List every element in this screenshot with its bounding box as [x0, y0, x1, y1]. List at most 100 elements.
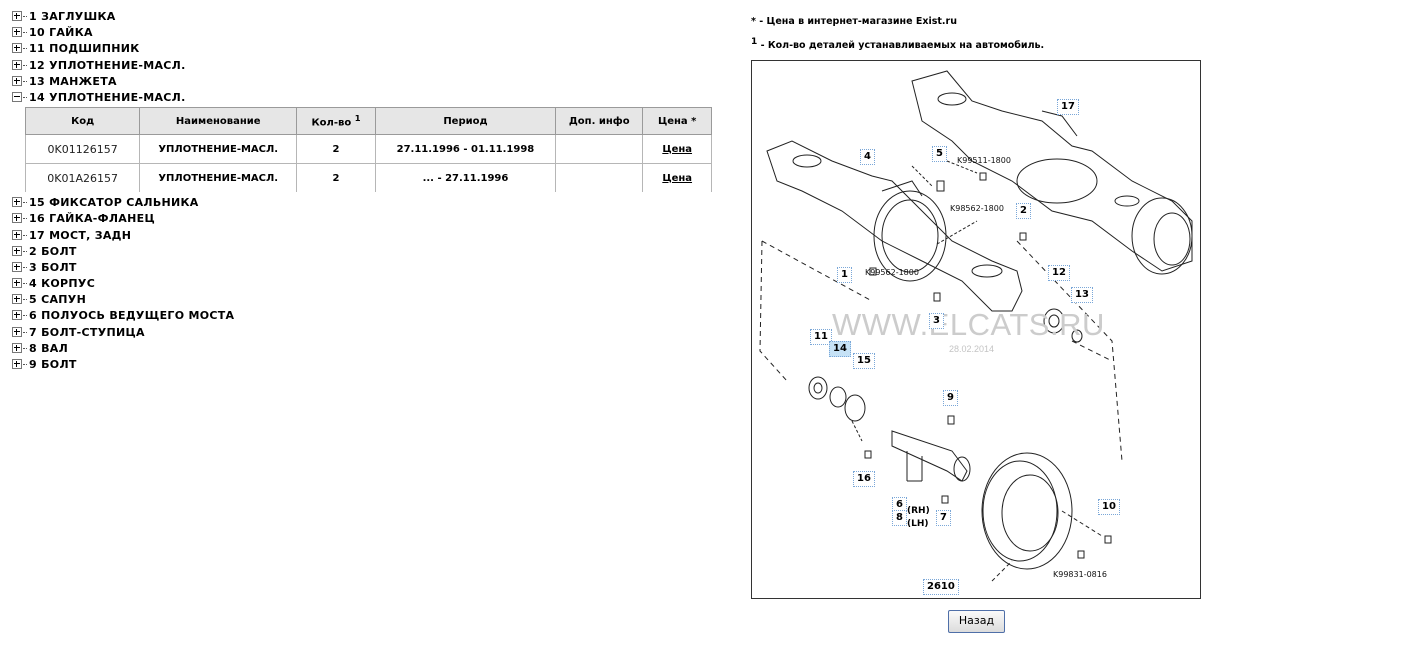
callout-11[interactable]: 11 [810, 329, 832, 345]
tree-item-label: ФИКСАТОР САЛЬНИКА [49, 196, 199, 210]
cell-period: 27.11.1996 - 01.11.1998 [374, 134, 557, 165]
callout-1[interactable]: 1 [837, 267, 852, 283]
expand-icon[interactable] [12, 27, 22, 38]
tree-connector [23, 347, 27, 349]
tree-item-7[interactable]: 7 БОЛТ-СТУПИЦА [12, 325, 712, 341]
tree-item-label: КОРПУС [41, 277, 96, 291]
expand-icon[interactable] [12, 326, 22, 337]
part-number-label: K99831-0816 [1053, 570, 1107, 579]
tree-connector [23, 315, 27, 317]
expand-icon[interactable] [12, 75, 22, 86]
callout-17[interactable]: 17 [1057, 99, 1079, 115]
lh-label: (LH) [907, 519, 929, 529]
back-button[interactable]: Назад [948, 610, 1005, 633]
callout-2[interactable]: 2 [1016, 203, 1031, 219]
callout-9[interactable]: 9 [943, 390, 958, 406]
collapse-icon[interactable] [12, 91, 22, 102]
tree-connector [23, 283, 27, 285]
tree-item-1[interactable]: 1 ЗАГЛУШКА [12, 9, 712, 25]
tree-item-number: 3 [29, 260, 37, 274]
tree-item-10[interactable]: 10 ГАЙКА [12, 25, 712, 41]
tree-item-number: 5 [29, 293, 37, 307]
callout-10[interactable]: 10 [1098, 499, 1120, 515]
column-header-qty: Кол-во 1 [296, 107, 376, 136]
tree-item-12[interactable]: 12 УПЛОТНЕНИЕ-МАСЛ. [12, 58, 712, 74]
tree-item-label: ПОДШИПНИК [49, 42, 140, 56]
tree-item-14[interactable]: 14 УПЛОТНЕНИЕ-МАСЛ. [12, 90, 712, 106]
tree-item-8[interactable]: 8 ВАЛ [12, 341, 712, 357]
part-number-label: K98562-1800 [950, 204, 1004, 213]
tree-item-number: 7 [29, 325, 37, 339]
tree-item-label: МОСТ, ЗАДН [49, 228, 132, 242]
column-header-info: Доп. инфо [555, 107, 644, 136]
tree-item-4[interactable]: 4 КОРПУС [12, 276, 712, 292]
tree-item-label: ПОЛУОСЬ ВЕДУЩЕГО МОСТА [41, 309, 235, 323]
price-link[interactable]: Цена [662, 143, 693, 155]
expand-icon[interactable] [12, 294, 22, 305]
callout-3[interactable]: 3 [929, 313, 944, 329]
tree-item-label: БОЛТ-СТУПИЦА [41, 325, 145, 339]
tree-connector [23, 32, 27, 34]
tree-item-15[interactable]: 15 ФИКСАТОР САЛЬНИКА [12, 195, 712, 211]
tree-item-5[interactable]: 5 САПУН [12, 292, 712, 308]
tree-item-11[interactable]: 11 ПОДШИПНИК [12, 41, 712, 57]
tree-item-number: 16 [29, 212, 45, 226]
tree-item-label: ВАЛ [41, 341, 69, 355]
expand-icon[interactable] [12, 11, 22, 21]
callout-8[interactable]: 8 [892, 510, 907, 526]
tree-item-9[interactable]: 9 БОЛТ [12, 357, 712, 373]
cell-code: 0K01126157 [24, 134, 141, 165]
tree-item-17[interactable]: 17 МОСТ, ЗАДН [12, 228, 712, 244]
cell-info [555, 134, 644, 165]
tree-item-number: 9 [29, 358, 37, 371]
tree-item-number: 13 [29, 74, 45, 88]
tree-connector [23, 364, 27, 365]
callout-16[interactable]: 16 [853, 471, 875, 487]
expand-icon[interactable] [12, 43, 22, 54]
tree-item-13[interactable]: 13 МАНЖЕТА [12, 74, 712, 90]
expand-icon[interactable] [12, 278, 22, 289]
cell-code: 0K01A26157 [24, 163, 141, 193]
expand-icon[interactable] [12, 310, 22, 321]
tree-connector [23, 16, 27, 17]
expand-icon[interactable] [12, 261, 22, 272]
tree-item-label: БОЛТ [41, 358, 77, 371]
cell-name: УПЛОТНЕНИЕ-МАСЛ. [139, 134, 298, 165]
tree-item-number: 17 [29, 228, 45, 242]
expand-icon[interactable] [12, 197, 22, 208]
expand-icon[interactable] [12, 342, 22, 353]
tree-item-label: УПЛОТНЕНИЕ-МАСЛ. [49, 90, 186, 104]
price-link[interactable]: Цена [662, 172, 693, 184]
expand-icon[interactable] [12, 359, 22, 369]
tree-item-number: 12 [29, 58, 45, 72]
callout-5[interactable]: 5 [932, 146, 947, 162]
tree-item-number: 6 [29, 309, 37, 323]
callout-13[interactable]: 13 [1071, 287, 1093, 303]
tree-item-2[interactable]: 2 БОЛТ [12, 244, 712, 260]
tree-connector [23, 96, 27, 98]
tree-connector [23, 234, 27, 236]
callout-2610[interactable]: 2610 [923, 579, 959, 595]
expand-icon[interactable] [12, 245, 22, 256]
parts-diagram: WWW.ELCATS.RU 28.02.2014 17 4 5 2 1 12 1… [751, 60, 1201, 599]
tree-item-3[interactable]: 3 БОЛТ [12, 260, 712, 276]
callout-7[interactable]: 7 [936, 510, 951, 526]
expand-icon[interactable] [12, 229, 22, 240]
tree-connector [23, 48, 27, 50]
qty-note: 1 - Кол-во деталей устанавливаемых на ав… [751, 37, 1045, 52]
callout-4[interactable]: 4 [860, 149, 875, 165]
column-header-name: Наименование [139, 107, 298, 136]
callout-15[interactable]: 15 [853, 353, 875, 369]
tree-item-number: 8 [29, 341, 37, 355]
expand-icon[interactable] [12, 213, 22, 224]
expand-icon[interactable] [12, 59, 22, 70]
tree-item-label: БОЛТ [41, 260, 77, 274]
column-header-price: Цена * [642, 107, 712, 136]
tree-item-16[interactable]: 16 ГАЙКА-ФЛАНЕЦ [12, 211, 712, 227]
callout-14[interactable]: 14 [829, 341, 851, 357]
tree-item-6[interactable]: 6 ПОЛУОСЬ ВЕДУЩЕГО МОСТА [12, 308, 712, 324]
callout-12[interactable]: 12 [1048, 265, 1070, 281]
